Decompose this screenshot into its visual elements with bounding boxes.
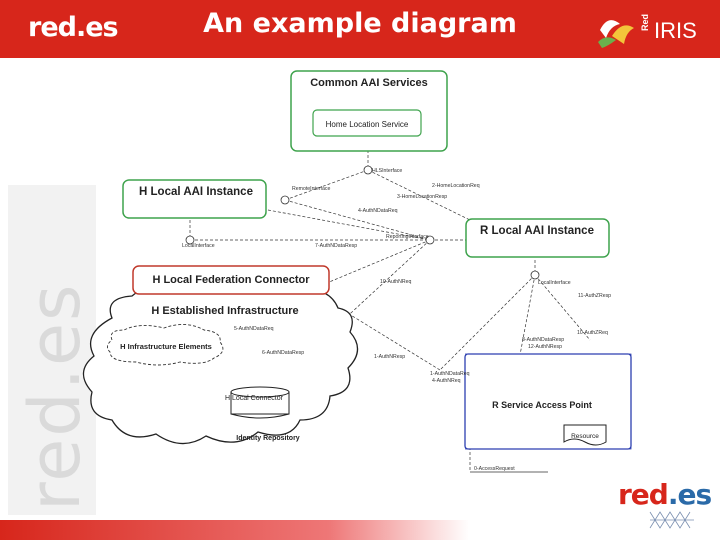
common-aai-label: Common AAI Services xyxy=(310,77,428,89)
resource-document xyxy=(563,424,607,446)
footer-logo-es: .es xyxy=(667,478,712,511)
flow-label: 2-HomeLocationReq xyxy=(432,183,480,189)
flow-label: 1-AuthNDataReq xyxy=(430,371,470,377)
h-established-infra-label: H Established Infrastructure xyxy=(151,305,298,317)
home-location-label: Home Location Service xyxy=(326,120,409,129)
flow-label: 0-AccessRequest xyxy=(474,466,515,472)
h-local-aai-box xyxy=(122,179,267,219)
flow-label: 1-AuthNResp xyxy=(374,354,405,360)
footer-logo-red: red xyxy=(618,478,669,511)
flow-label: 12-AuthNResp xyxy=(528,344,562,350)
flow-label: 8-AuthNDataResp xyxy=(522,337,564,343)
h-infra-elements-label: H Infrastructure Elements xyxy=(120,342,212,351)
flow-label: 4-AuthNDataReq xyxy=(358,208,398,214)
flow-label: LocalInterface xyxy=(182,243,215,249)
rediris-logo-icon xyxy=(598,20,634,48)
r-local-aai-box xyxy=(465,218,610,258)
flow-label: RemoteInterface xyxy=(292,186,330,192)
h-federation-connector-box xyxy=(132,265,330,295)
rediris-logo: Red IRIS xyxy=(596,8,714,52)
h-infra-elements-cloud xyxy=(107,324,224,366)
watermark-panel: red.es xyxy=(8,185,96,515)
red-es-logo: red.es xyxy=(28,12,119,43)
flow-label: HLSInterface xyxy=(372,168,402,174)
r-local-aai-label: R Local AAI Instance xyxy=(480,225,594,237)
flow-label: ReportingInterface xyxy=(386,234,429,240)
iris-label: IRIS xyxy=(654,18,697,43)
flow-label: 10-AuthZReq xyxy=(577,330,608,336)
net-pattern-icon xyxy=(649,511,694,529)
h-local-connector-db xyxy=(230,386,290,419)
h-federation-connector-label: H Local Federation Connector xyxy=(152,274,310,286)
flow-label: 4-AuthNReq xyxy=(432,378,461,384)
slide-title: An example diagram xyxy=(203,8,517,39)
flow-label: LocalInterface xyxy=(538,280,571,286)
header-bar: red.es An example diagram Red IRIS xyxy=(0,0,720,58)
resource-label: Resource xyxy=(571,433,599,440)
flow-label: 10-AuthNReq xyxy=(380,279,412,285)
r-service-access-point-label: R Service Access Point xyxy=(492,400,592,410)
h-local-connector-label: H Local Connector xyxy=(225,395,284,402)
flow-label: 5-AuthNDataReq xyxy=(234,326,274,332)
red-es-footer-logo: red.es xyxy=(618,478,712,511)
identity-repository-label: Identity Repository xyxy=(236,435,300,442)
flow-label: 7-AuthNDataResp xyxy=(315,243,357,249)
footer-bar xyxy=(0,520,470,540)
h-local-aai-label: H Local AAI Instance xyxy=(139,186,253,198)
home-location-box xyxy=(312,109,422,137)
flow-label: 11-AuthZResp xyxy=(578,293,611,299)
flow-label: 3-HomeLocationResp xyxy=(397,194,447,200)
flow-label: 6-AuthNDataResp xyxy=(262,350,304,356)
